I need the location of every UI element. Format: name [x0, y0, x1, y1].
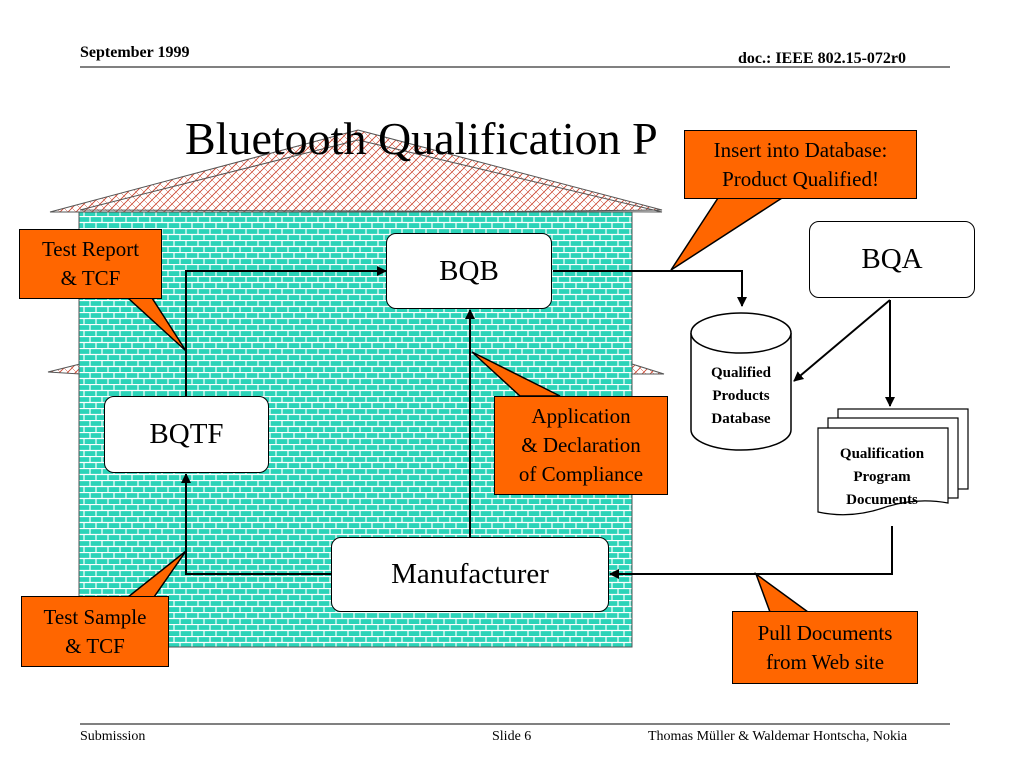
manufacturer-label: Manufacturer [391, 558, 549, 590]
callout-pull-documents: Pull Documents from Web site [732, 611, 918, 684]
header-doc-id: doc.: IEEE 802.15-072r0 [738, 50, 906, 67]
pointer-insert-db [670, 197, 785, 271]
bqtf-box: BQTF [104, 396, 269, 473]
bqb-label: BQB [439, 254, 499, 287]
footer-authors: Thomas Müller & Waldemar Hontscha, Nokia [648, 729, 908, 744]
bqb-box: BQB [386, 233, 552, 309]
header-date: September 1999 [80, 44, 190, 61]
manufacturer-box: Manufacturer [331, 537, 609, 612]
database-label: Qualified Products Database [710, 365, 771, 427]
bqa-box: BQA [809, 221, 975, 298]
callout-test-report: Test Report & TCF [19, 229, 162, 299]
bqtf-label: BQTF [149, 418, 224, 450]
database-cylinder [690, 312, 792, 451]
footer-submission: Submission [80, 729, 146, 744]
callout-insert-database: Insert into Database: Product Qualified! [684, 130, 917, 199]
callout-application: Application & Declaration of Compliance [494, 396, 668, 495]
footer-slide-number: Slide 6 [492, 729, 532, 744]
callout-test-sample: Test Sample & TCF [21, 596, 169, 667]
documents-label: Qualification Program Documents [839, 446, 925, 508]
slide-title: Bluetooth Qualification P [185, 113, 658, 164]
documents-stack [817, 408, 969, 516]
pointer-pull-docs [754, 571, 811, 613]
bqa-label: BQA [861, 243, 923, 275]
